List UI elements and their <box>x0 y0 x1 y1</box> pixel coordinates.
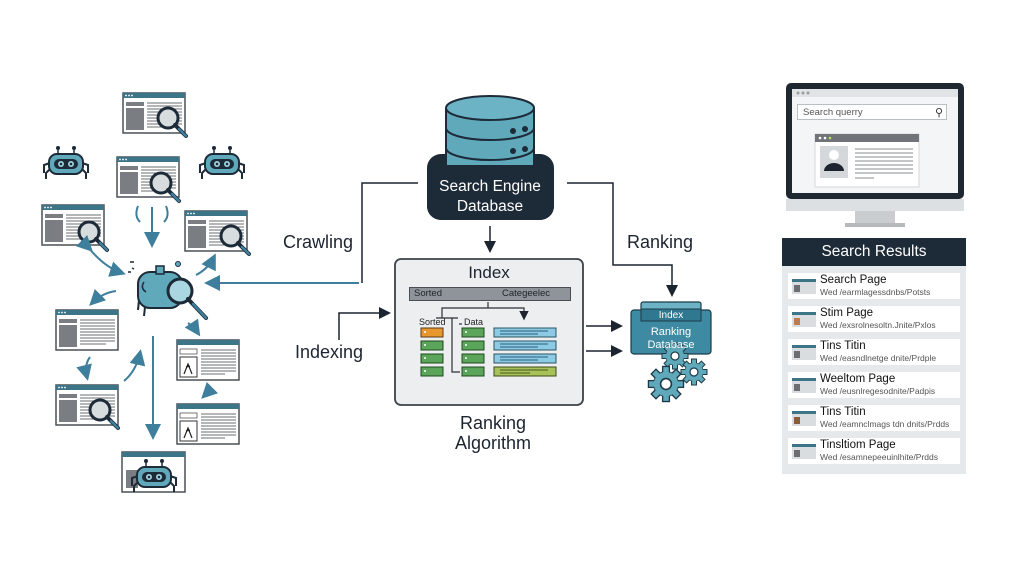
ranking-db-title: Ranking Database <box>631 326 711 352</box>
search-result-item[interactable]: Search Page Wed /earmlagessdnbs/Potsts <box>788 273 960 299</box>
index-header-bar: Sorted Categeelec <box>409 287 571 301</box>
crawl-arrows <box>75 205 359 440</box>
ranking-label: Ranking <box>627 232 694 252</box>
ranking-db-index-tab: Index <box>658 310 684 321</box>
page-thumbnail-icon <box>792 444 816 459</box>
search-engine-database-icon <box>427 95 554 220</box>
search-results-header: Search Results <box>782 238 966 266</box>
sorted-column <box>420 327 444 377</box>
ranking-algorithm-label: Ranking Algorithm <box>443 413 543 453</box>
search-query-text: Search querry <box>803 107 863 118</box>
page-thumbnail-icon <box>792 312 816 327</box>
result-title[interactable]: Stim Page <box>820 307 874 319</box>
search-icon[interactable]: ⚲ <box>934 107 943 119</box>
category-column <box>493 327 557 377</box>
search-result-item[interactable]: Tins Titin Wed /eamnclmags tdn dnits/Prd… <box>788 405 960 431</box>
index-title: Index <box>468 263 510 282</box>
gear-icon <box>680 358 708 386</box>
result-url: Wed /eamnclmags tdn dnits/Prdds <box>820 419 950 429</box>
indexing-label: Indexing <box>295 342 364 362</box>
result-title[interactable]: Tinsltiom Page <box>820 439 896 451</box>
central-crawler-robot-icon <box>128 261 208 320</box>
robot-crawler-icon <box>43 145 89 180</box>
robot-crawler-icon <box>199 145 245 180</box>
ranking-db-line1: Ranking <box>650 326 692 338</box>
page-thumbnail-icon <box>792 378 816 393</box>
result-url: Wed /easndlnetge dnite/Prdple <box>820 353 937 363</box>
gear-icon <box>647 365 685 403</box>
webpage-icon <box>55 309 119 351</box>
result-title[interactable]: Tins Titin <box>820 406 866 418</box>
result-title[interactable]: Search Page <box>820 274 887 286</box>
result-url: Wed /eusnlregesodnite/Padpis <box>820 386 936 396</box>
data-column-label: Data <box>464 317 484 327</box>
database-title-line2: Database <box>456 198 524 215</box>
page-thumbnail-icon <box>792 279 816 294</box>
result-title[interactable]: Weeltom Page <box>820 373 896 385</box>
sorted-column-label: Sorted <box>419 317 446 327</box>
search-result-item[interactable]: Tins Titin Wed /easndlnetge dnite/Prdple <box>788 339 960 365</box>
image-webpage-icon <box>176 403 240 445</box>
ranking-db-line2: Database <box>647 339 695 351</box>
result-url: Wed /exsrolnesoltn.Jnite/Pxlos <box>820 320 936 330</box>
database-title: Search Engine Database <box>427 177 553 217</box>
result-title[interactable]: Tins Titin <box>820 340 866 352</box>
search-query-input[interactable]: Search querry ⚲ <box>797 104 947 120</box>
index-header-sorted: Sorted <box>414 288 442 299</box>
search-result-item[interactable]: Weeltom Page Wed /eusnlregesodnite/Padpi… <box>788 372 960 398</box>
monitor-icon <box>786 83 964 227</box>
ranking-algorithm-line2: Algorithm <box>454 433 532 453</box>
image-webpage-icon <box>176 339 240 381</box>
page-thumbnail-icon <box>792 411 816 426</box>
index-header-categories: Categeelec <box>502 288 551 299</box>
crawler-cluster <box>41 92 359 493</box>
ranking-algorithm-line1: Ranking <box>459 413 527 433</box>
result-url: Wed /esamnepeeuinlhite/Prdds <box>820 452 938 462</box>
page-thumbnail-icon <box>792 345 816 360</box>
data-column <box>461 327 485 377</box>
search-result-item[interactable]: Tinsltiom Page Wed /esamnepeeuinlhite/Pr… <box>788 438 960 464</box>
database-title-line1: Search Engine <box>439 178 541 195</box>
ranking-database-icon <box>630 301 712 403</box>
flow-connectors <box>338 182 678 357</box>
search-result-item[interactable]: Stim Page Wed /exsrolnesoltn.Jnite/Pxlos <box>788 306 960 332</box>
crawling-label: Crawling <box>283 232 354 252</box>
result-url: Wed /earmlagessdnbs/Potsts <box>820 287 931 297</box>
